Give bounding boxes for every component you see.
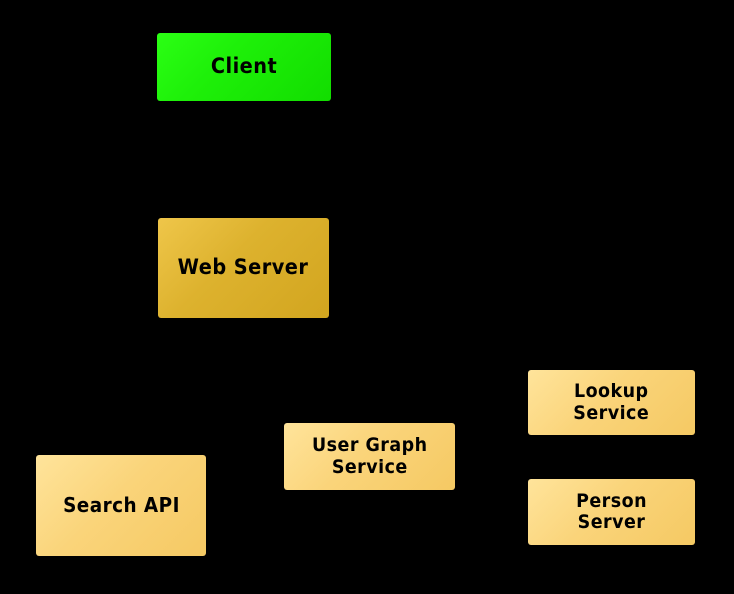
diagram-node-client[interactable]: Client bbox=[157, 33, 331, 101]
node-label-lookup-service: Lookup Service bbox=[573, 380, 650, 424]
diagram-node-lookup-service[interactable]: Lookup Service bbox=[528, 370, 695, 435]
node-label-client: Client bbox=[210, 54, 278, 79]
node-label-search-api: Search API bbox=[62, 493, 180, 518]
diagram-node-search-api[interactable]: Search API bbox=[36, 455, 206, 556]
diagram-node-person-server[interactable]: Person Server bbox=[528, 479, 695, 545]
node-label-web-server: Web Server bbox=[178, 255, 309, 280]
diagram-node-web-server[interactable]: Web Server bbox=[158, 218, 329, 318]
diagram-node-user-graph-service[interactable]: User Graph Service bbox=[284, 423, 455, 490]
node-label-user-graph-service: User Graph Service bbox=[311, 434, 428, 478]
node-label-person-server: Person Server bbox=[576, 489, 647, 533]
